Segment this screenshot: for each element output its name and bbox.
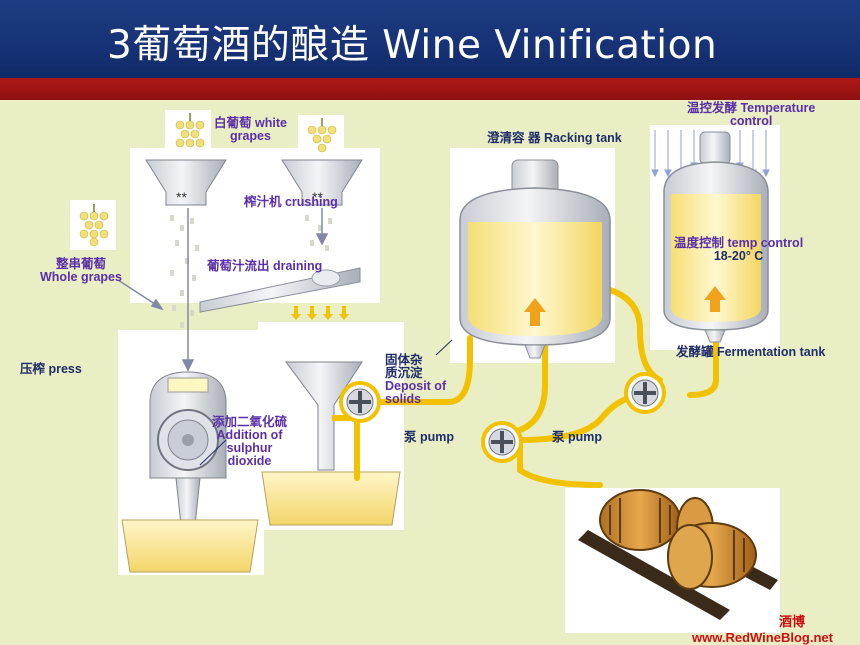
crusher-hopper-right: **: [281, 159, 363, 206]
temperature-line2: control: [729, 114, 773, 128]
whole-grapes-icon: [70, 200, 116, 250]
press-label: 压榨 press: [20, 362, 82, 376]
temp-range-text: 18-20° C: [713, 249, 764, 263]
pump-label-1: 泵 pump: [404, 430, 454, 444]
racking-tank-label: 澄清容 器 Racking tank: [487, 131, 622, 145]
watermark-cn: 酒博: [779, 614, 806, 629]
pump-label-2: 泵 pump: [552, 430, 602, 444]
drip-arrows: [291, 306, 349, 320]
sulphur-en1: Addition of: [216, 428, 283, 442]
crusher-hopper-left: **: [145, 159, 227, 206]
barrels-illustration: [578, 489, 778, 620]
falling-grapes: [170, 215, 332, 328]
title-bar-stripe: [0, 78, 860, 100]
svg-text:**: **: [176, 189, 187, 205]
temp-control-text: 温度控制 temp control: [674, 236, 804, 250]
page-title: 3葡萄酒的酿造 Wine Vinification: [107, 23, 718, 68]
fermentation-tank-label: 发酵罐 Fermentation tank: [676, 345, 826, 359]
racking-tank: [459, 159, 611, 359]
watermark-url[interactable]: www.RedWineBlog.net: [692, 630, 833, 645]
deposit-cn1: 固体杂: [385, 353, 423, 367]
pump-icon-1: [339, 381, 381, 423]
pump-icon-2: [481, 421, 523, 463]
deposit-en2: solids: [385, 392, 422, 406]
pump-icon-3: [624, 372, 666, 414]
white-grapes-cn: 白葡萄: [214, 116, 252, 130]
flow-arrows: [117, 208, 329, 372]
whole-grapes-en: Whole grapes: [40, 270, 122, 284]
temperature-control-label: 温控发酵 Temperature control: [687, 102, 815, 128]
deposit-cn2: 质沉淀: [385, 366, 423, 380]
whole-grapes-cn: 整串葡萄: [55, 257, 106, 271]
fermentation-tank: [663, 131, 769, 343]
funnel-trough: [261, 471, 401, 526]
title-bar: [0, 0, 860, 78]
deposit-en1: Deposit of: [385, 379, 447, 393]
white-grapes-en2: grapes: [229, 129, 271, 143]
sulphur-label: 添加二氧化硫 Addition of sulphur dioxide: [212, 416, 287, 468]
deposit-label: 固体杂 质沉淀 Deposit of solids: [385, 354, 446, 406]
white-grapes-icon-left: [165, 110, 211, 158]
draining-label: 葡萄汁流出 draining: [207, 259, 323, 273]
sulphur-en3: dioxide: [227, 454, 272, 468]
white-grapes-en1: white: [255, 116, 287, 130]
press-trough: [121, 519, 259, 573]
white-grapes-label: 白葡萄 white grapes: [214, 117, 287, 143]
temp-control-label: 温度控制 temp control 18-20° C: [674, 237, 803, 263]
whole-grapes-label: 整串葡萄 Whole grapes: [40, 258, 122, 284]
svg-text:**: **: [312, 189, 323, 205]
sulphur-en2: sulphur: [226, 441, 273, 455]
draining-chute: [199, 267, 361, 313]
sulphur-cn: 添加二氧化硫: [212, 415, 288, 429]
leader-lines: [199, 339, 453, 466]
crushing-label: 榨汁机 crushing: [244, 195, 338, 209]
barrel-front: [667, 522, 757, 590]
white-grapes-icon-right: [298, 115, 344, 163]
temperature-line1: 温控发酵 Temperature: [687, 101, 816, 115]
